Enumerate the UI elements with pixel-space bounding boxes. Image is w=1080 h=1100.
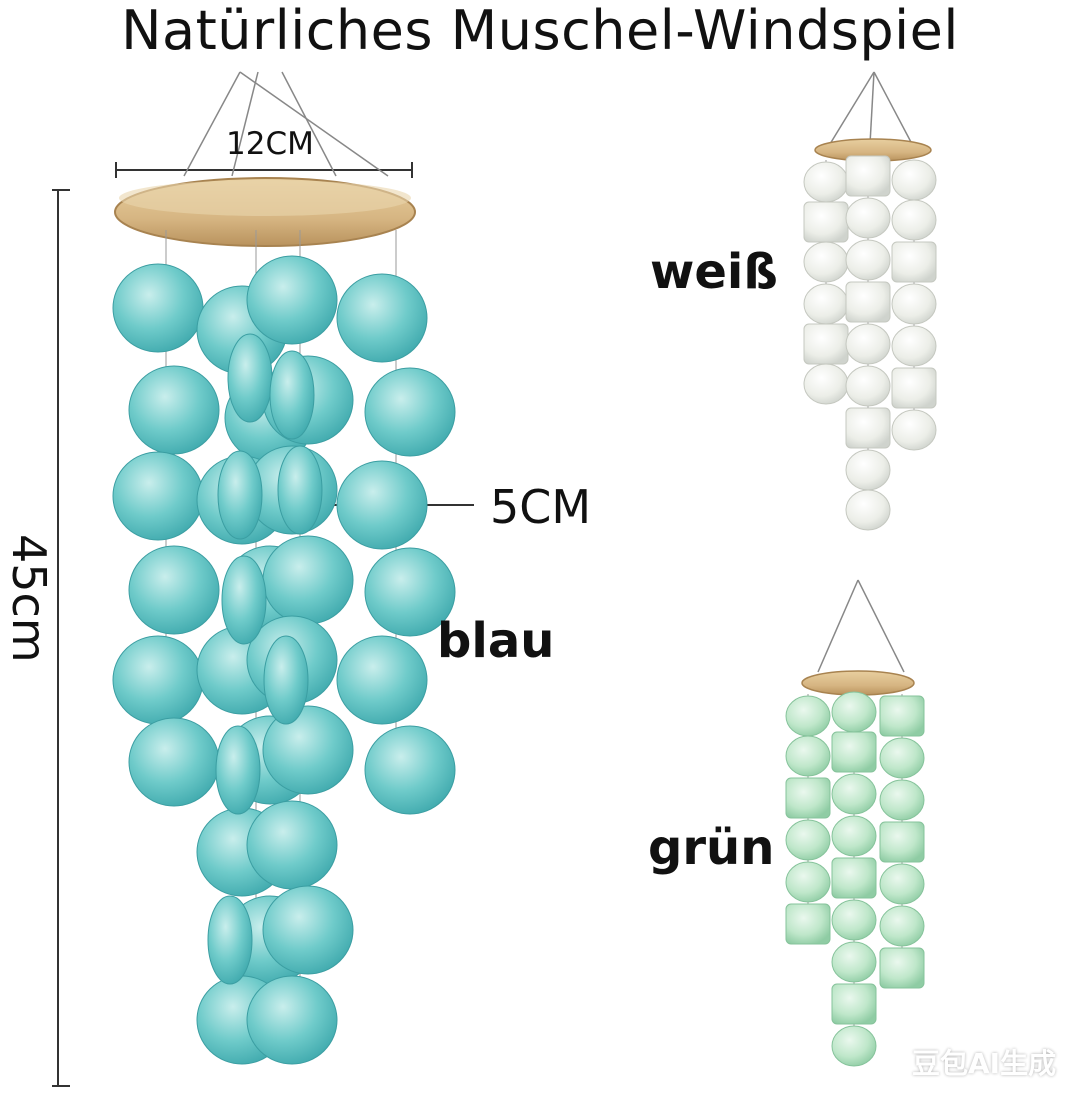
white-shell: [891, 199, 937, 241]
green-shell: [785, 735, 831, 777]
white-shell: [845, 407, 891, 449]
blue-shell: [262, 705, 354, 795]
green-shell: [831, 941, 877, 983]
blue-shell: [336, 273, 428, 363]
green-shell: [831, 815, 877, 857]
white-shell: [845, 197, 891, 239]
width-dimension-label: 12CM: [226, 126, 314, 162]
blue-chime-shells: [112, 230, 456, 1065]
white-shell: [803, 283, 849, 325]
blue-chime-strings: [183, 71, 389, 177]
green-shell: [785, 777, 831, 819]
blue-shell: [262, 535, 354, 625]
white-chime-shells: [803, 155, 937, 531]
blue-shell: [364, 547, 456, 637]
blue-shell-side: [277, 445, 323, 535]
variant-label-white: weiß: [650, 244, 778, 300]
blue-shell-side: [215, 725, 261, 815]
white-shell: [891, 159, 937, 201]
variant-label-blue: blau: [437, 613, 555, 669]
green-shell: [785, 819, 831, 861]
blue-shell-side: [221, 555, 267, 645]
green-shell: [879, 863, 925, 905]
white-shell: [803, 363, 849, 405]
shell-dimension-label: 5CM: [490, 480, 592, 534]
green-shell: [879, 821, 925, 863]
blue-shell: [246, 255, 338, 345]
height-dimension-line: [52, 189, 70, 1087]
white-shell: [803, 241, 849, 283]
height-dimension-label: 45cm: [2, 534, 56, 663]
width-dimension-line: [115, 162, 413, 178]
green-shell: [831, 691, 877, 733]
green-shell: [785, 861, 831, 903]
white-shell: [845, 365, 891, 407]
green-shell: [831, 983, 877, 1025]
blue-shell: [336, 635, 428, 725]
white-shell: [891, 241, 937, 283]
white-shell: [803, 323, 849, 365]
green-shell: [831, 731, 877, 773]
blue-shell: [262, 885, 354, 975]
white-shell: [891, 409, 937, 451]
blue-shell: [364, 367, 456, 457]
blue-shell-side: [207, 895, 253, 985]
blue-shell: [128, 365, 220, 455]
green-shell: [831, 857, 877, 899]
white-shell: [845, 281, 891, 323]
green-shell: [785, 903, 831, 945]
blue-shell: [246, 800, 338, 890]
green-shell: [831, 773, 877, 815]
green-shell: [785, 695, 831, 737]
green-shell: [879, 905, 925, 947]
white-shell: [803, 201, 849, 243]
green-chime-strings: [817, 579, 905, 673]
white-shell: [803, 161, 849, 203]
green-shell: [831, 1025, 877, 1067]
blue-shell-side: [269, 350, 315, 440]
blue-shell-side: [263, 635, 309, 725]
blue-shell: [246, 975, 338, 1065]
blue-chime-wood-disc: [114, 177, 416, 247]
green-shell: [879, 737, 925, 779]
white-shell: [845, 489, 891, 531]
green-shell: [879, 695, 925, 737]
blue-shell: [112, 263, 204, 353]
white-shell: [845, 239, 891, 281]
blue-shell: [128, 717, 220, 807]
green-shell: [879, 779, 925, 821]
blue-shell: [336, 460, 428, 550]
blue-shell: [128, 545, 220, 635]
white-shell: [891, 283, 937, 325]
variant-label-green: grün: [648, 820, 775, 876]
white-shell: [891, 325, 937, 367]
blue-shell: [112, 635, 204, 725]
white-shell: [845, 155, 891, 197]
blue-shell: [364, 725, 456, 815]
ai-watermark: 豆包AI生成: [912, 1047, 1057, 1080]
green-shell: [879, 947, 925, 989]
white-shell: [891, 367, 937, 409]
blue-shell: [112, 451, 204, 541]
blue-shell-side: [217, 450, 263, 540]
white-shell: [845, 323, 891, 365]
product-title: Natürliches Muschel-Windspiel: [121, 0, 959, 62]
green-shell: [831, 899, 877, 941]
blue-shell-side: [227, 333, 273, 423]
white-shell: [845, 449, 891, 491]
white-chime-strings: [829, 71, 913, 145]
green-chime-wood-disc: [801, 670, 915, 696]
green-chime-shells: [785, 691, 925, 1067]
